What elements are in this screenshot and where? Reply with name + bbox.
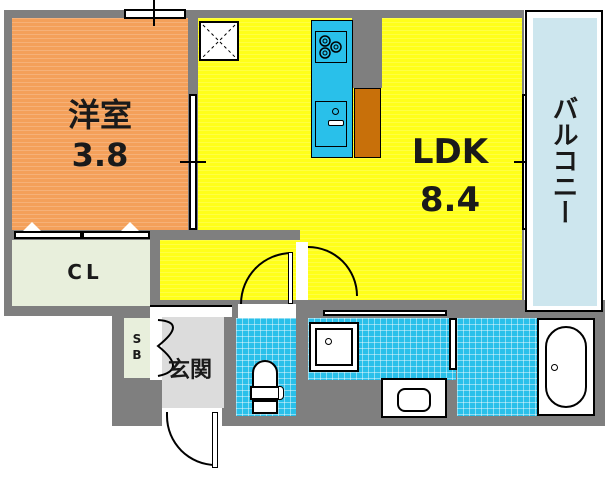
balcony-label: バルコニー	[548, 95, 578, 225]
front-door-leaf	[212, 412, 218, 468]
closet-sliding-door	[14, 231, 82, 239]
closet	[12, 240, 150, 306]
toilet-door-opening	[238, 304, 296, 318]
door-tick	[180, 161, 206, 163]
sink-icon	[315, 101, 347, 147]
closet-label: CL	[67, 260, 103, 284]
western-room-size: 3.8	[71, 136, 129, 174]
western-room-window	[124, 9, 186, 19]
bath-door	[449, 318, 457, 370]
shoe-box	[124, 318, 150, 378]
closet-door-marker	[22, 222, 42, 232]
western-room	[12, 18, 188, 230]
front-door-swing	[166, 412, 216, 466]
window-tick	[153, 0, 155, 26]
closet-sliding-door	[82, 231, 150, 239]
door-opening	[296, 242, 308, 300]
gas-stove-icon	[315, 31, 347, 63]
washbasin-icon	[381, 378, 447, 418]
partition-wall	[150, 230, 300, 240]
ventilation-fan-icon	[199, 21, 239, 61]
kitchen-wall	[352, 18, 382, 88]
toilet-icon	[250, 360, 286, 416]
kitchen-cabinet	[354, 88, 381, 158]
entrance-label: 玄関	[168, 358, 213, 383]
western-room-label: 洋室	[67, 96, 132, 134]
bathroom	[457, 318, 537, 416]
washroom-sliding-door	[323, 310, 447, 316]
closet-door-marker	[120, 222, 140, 232]
entrance-step	[150, 305, 232, 317]
shoe-box-doors	[150, 316, 162, 380]
hall-door-leaf	[288, 252, 293, 304]
ldk-size: 8.4	[419, 180, 481, 220]
bathtub-icon	[537, 318, 595, 416]
ldk-label: LDK	[411, 132, 489, 172]
balcony-floor	[533, 18, 597, 306]
shoe-box-label-s: S	[132, 332, 142, 346]
shoe-box-door-swing	[156, 319, 174, 377]
shoe-box-label-b: B	[132, 348, 142, 362]
washing-machine-pan-icon	[309, 322, 359, 372]
